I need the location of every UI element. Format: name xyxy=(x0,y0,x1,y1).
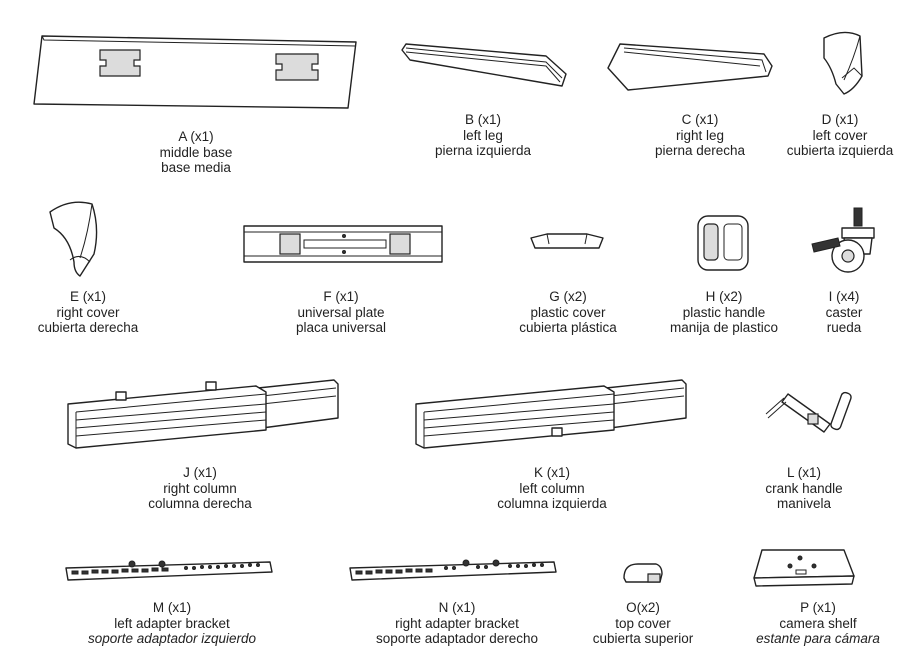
label-b-code: B (x1) xyxy=(464,112,501,127)
label-e-en: right cover xyxy=(56,304,120,320)
label-j-en: right column xyxy=(163,480,237,496)
plastic-handle-drawing xyxy=(697,215,749,271)
label-e-es: cubierta derecha xyxy=(37,320,139,335)
label-n-en: right adapter bracket xyxy=(395,615,519,631)
label-n-es: soporte adaptador derecho xyxy=(375,631,539,646)
universal-plate-drawing xyxy=(243,225,443,263)
label-g-code: G (x2) xyxy=(549,289,587,304)
label-l-en: crank handle xyxy=(765,480,843,496)
label-g-en: plastic cover xyxy=(530,304,606,320)
label-f-en: universal plate xyxy=(297,304,385,320)
crank-handle-drawing xyxy=(765,391,852,433)
right-adapter-bracket-drawing xyxy=(349,559,557,581)
label-a-en: middle base xyxy=(159,144,233,160)
label-j-es: columna derecha xyxy=(148,496,252,511)
label-c-es: pierna derecha xyxy=(654,143,746,158)
label-i-en: caster xyxy=(825,304,863,320)
label-d-en: left cover xyxy=(812,127,868,143)
caster-drawing xyxy=(811,207,875,273)
label-l-code: L (x1) xyxy=(786,465,821,480)
label-m-code: M (x1) xyxy=(152,600,192,615)
label-h-code: H (x2) xyxy=(705,289,743,304)
label-a-es: base media xyxy=(161,160,231,175)
label-f-es: placa universal xyxy=(295,320,387,335)
right-column-drawing xyxy=(67,379,339,449)
label-f-code: F (x1) xyxy=(323,289,359,304)
label-m-en: left adapter bracket xyxy=(114,615,230,631)
middle-base-drawing xyxy=(33,35,357,109)
right-cover-drawing xyxy=(49,201,98,277)
left-cover-drawing xyxy=(823,31,863,95)
label-d-code: D (x1) xyxy=(821,112,859,127)
label-i-code: I (x4) xyxy=(828,289,860,304)
label-m-es: soporte adaptador izquierdo xyxy=(87,631,257,646)
left-adapter-bracket-drawing xyxy=(65,560,273,581)
label-j-code: J (x1) xyxy=(183,465,217,480)
label-b-en: left leg xyxy=(463,127,503,143)
label-n-code: N (x1) xyxy=(438,600,476,615)
label-p-es: estante para cámara xyxy=(756,631,880,646)
label-h-en: plastic handle xyxy=(682,304,766,320)
label-i-es: rueda xyxy=(826,320,862,335)
label-o-es: cubierta superior xyxy=(592,631,694,646)
plastic-cover-drawing xyxy=(530,233,604,249)
label-a-code: A (x1) xyxy=(178,129,214,144)
label-h-es: manija de plastico xyxy=(669,320,779,335)
label-p-code: P (x1) xyxy=(800,600,836,615)
label-c-en: right leg xyxy=(675,127,725,143)
label-b-es: pierna izquierda xyxy=(434,143,532,158)
camera-shelf-drawing xyxy=(753,549,855,587)
label-k-es: columna izquierda xyxy=(497,496,607,511)
label-k-code: K (x1) xyxy=(533,465,570,480)
label-o-code: O(x2) xyxy=(626,600,660,615)
left-column-drawing xyxy=(415,379,687,449)
label-k-en: left column xyxy=(519,480,585,496)
label-o-en: top cover xyxy=(615,615,671,631)
right-leg-drawing xyxy=(607,43,773,91)
label-e-code: E (x1) xyxy=(69,289,107,304)
left-leg-drawing xyxy=(401,43,567,87)
label-d-es: cubierta izquierda xyxy=(786,143,894,158)
label-l-es: manivela xyxy=(776,496,832,511)
label-g-es: cubierta plástica xyxy=(519,320,617,335)
label-p-en: camera shelf xyxy=(779,615,857,631)
top-cover-drawing xyxy=(623,563,663,583)
label-c-code: C (x1) xyxy=(681,112,719,127)
